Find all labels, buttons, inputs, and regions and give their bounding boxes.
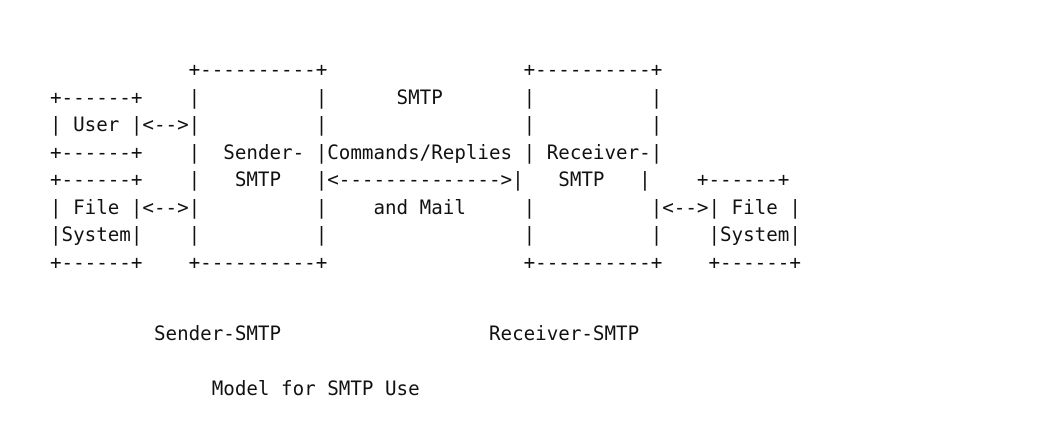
caption-spacer: [50, 350, 62, 373]
endpoint-role-caption: Sender-SMTP Receiver-SMTP: [50, 322, 640, 345]
smtp-model-ascii-diagram: +----------+ +----------+ +------+ | | S…: [50, 58, 801, 274]
diagram-caption-block: Sender-SMTP Receiver-SMTP Model for SMTP…: [50, 320, 639, 403]
figure-title: Model for SMTP Use: [50, 377, 420, 400]
